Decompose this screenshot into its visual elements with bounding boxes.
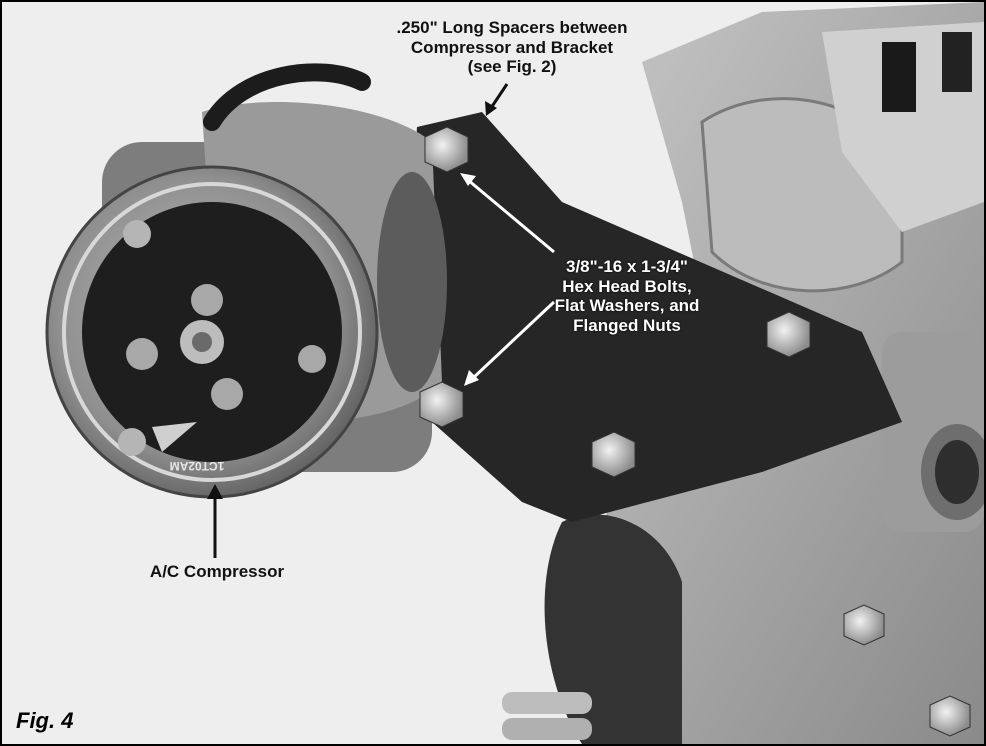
- mounting-bracket: [402, 112, 902, 522]
- clutch-marking-text: 1CT02AM: [170, 459, 225, 473]
- bolt-label-line-2: Hex Head Bolts,: [562, 276, 692, 296]
- bolt-callout-arrows: [460, 173, 556, 386]
- compressor-label-text: A/C Compressor: [149, 562, 285, 581]
- compressor-pulley: [45, 165, 379, 499]
- spacer-label-line-3: (see Fig. 2): [467, 57, 557, 77]
- bolt-label-line-1: 3/8"-16 x 1-3/4": [566, 257, 688, 276]
- spacer-callout-arrow: [485, 83, 509, 116]
- compressor-callout-label: A/C Compressor: [132, 562, 302, 582]
- bracket-bolt-1: [766, 311, 811, 358]
- bolt-callout-label: 3/8"-16 x 1-3/4" Hex Head Bolts, Flat Wa…: [532, 257, 722, 335]
- spacer-label-line-2: Compressor and Bracket: [410, 37, 614, 57]
- compressor-callout-arrow: [207, 484, 223, 558]
- bolt-label-line-4: Flanged Nuts: [573, 315, 681, 335]
- engine-bolt-1: [843, 604, 885, 646]
- lower-hex-bolt: [419, 381, 464, 428]
- bolt-label-line-3: Flat Washers, and: [554, 296, 700, 316]
- spacer-label-line-1: .250" Long Spacers between: [396, 18, 628, 37]
- bracket-bolt-2: [591, 431, 636, 478]
- bolts: [419, 126, 971, 737]
- figure-caption: Fig. 4: [16, 708, 74, 733]
- spacer-callout-label: .250" Long Spacers between Compressor an…: [372, 18, 652, 77]
- upper-hex-bolt: [424, 126, 469, 173]
- engine-bolt-2: [929, 695, 971, 737]
